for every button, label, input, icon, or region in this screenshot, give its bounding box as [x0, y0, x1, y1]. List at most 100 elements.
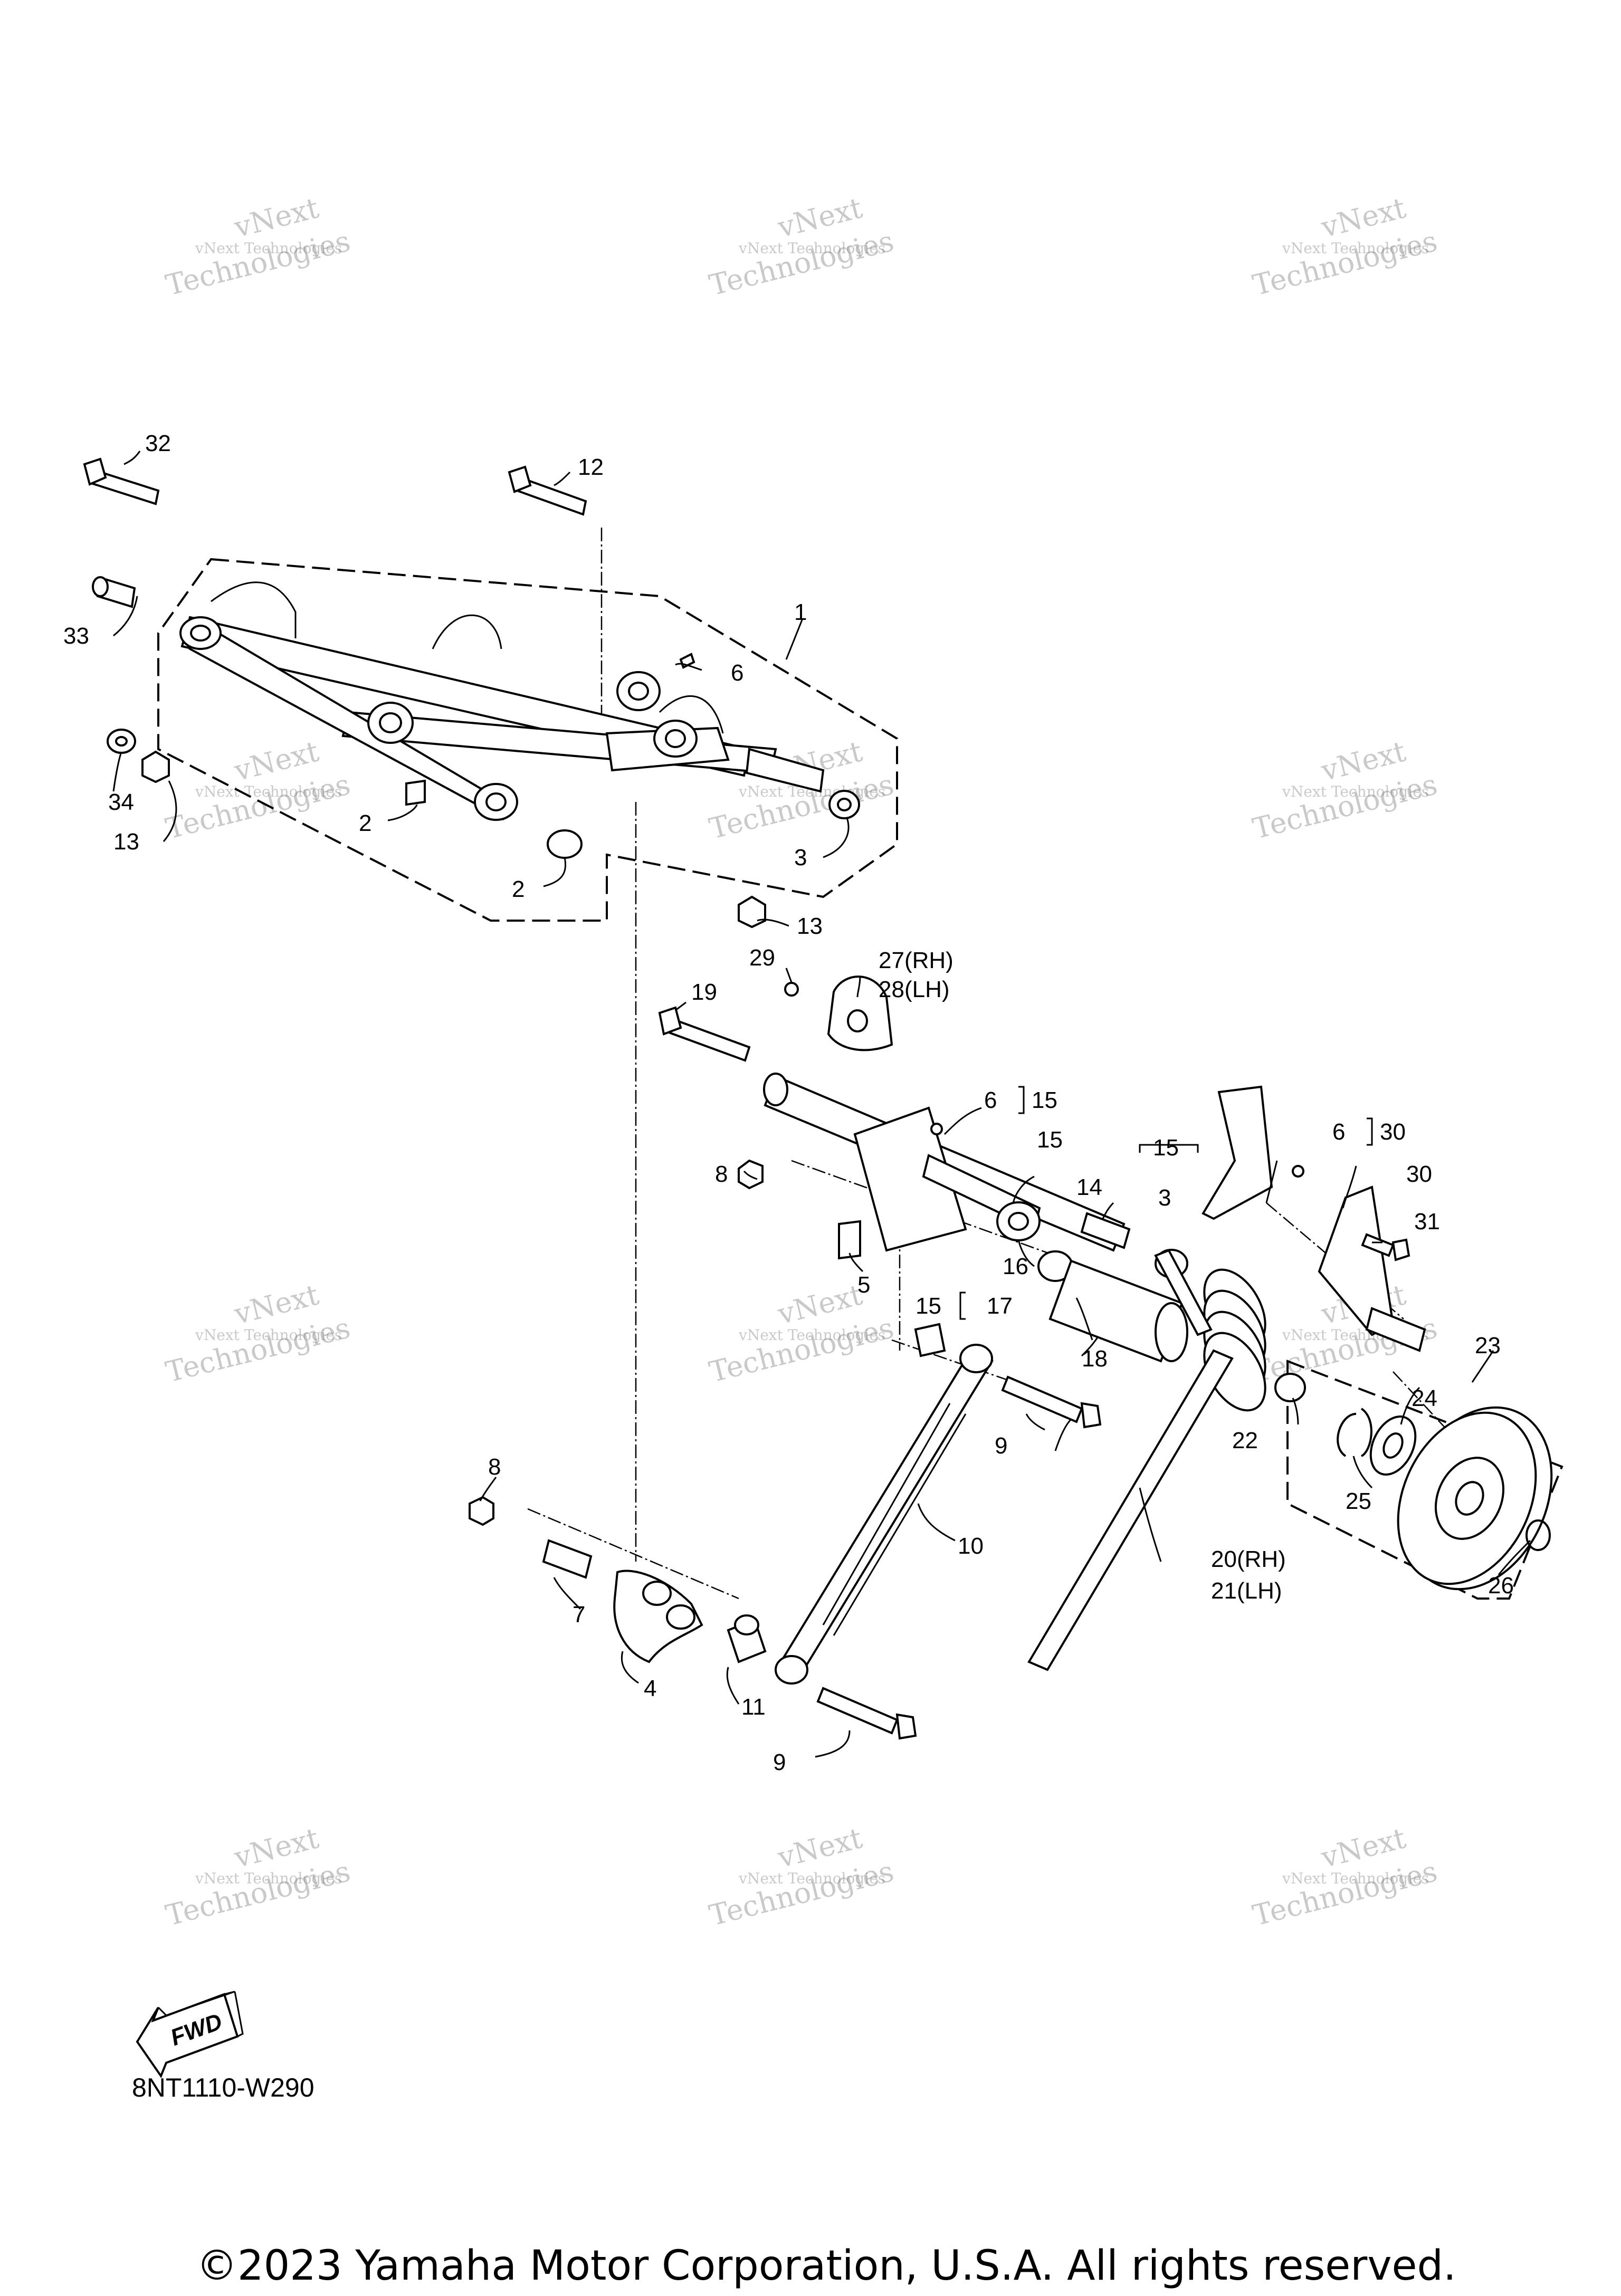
callout-13-left: 13: [113, 829, 139, 855]
tube-18[interactable]: [1048, 1259, 1188, 1363]
collar-3-hole: [837, 798, 852, 811]
callout-28: 28(LH): [879, 977, 950, 1002]
callout-20: 20(RH): [1211, 1546, 1286, 1572]
torsion-spring-20-21[interactable]: [1027, 1249, 1278, 1671]
leader-lines: [112, 451, 1531, 1758]
callout-23: 23: [1475, 1333, 1501, 1359]
bushing-2-upper[interactable]: [405, 779, 426, 806]
nut-13-left[interactable]: [141, 750, 170, 783]
front-arm-assembly-outline: [157, 558, 898, 922]
bearing-24[interactable]: [1362, 1409, 1424, 1481]
callout-24: 24: [1412, 1385, 1437, 1411]
arm-4[interactable]: [613, 1570, 703, 1663]
callout-32: 32: [145, 430, 171, 456]
callout-30-b: 30: [1406, 1161, 1432, 1187]
washer-34-hole: [115, 736, 128, 747]
callout-1: 1: [794, 599, 807, 625]
circlip-26[interactable]: [1525, 1519, 1551, 1551]
bracket-30-right[interactable]: [1318, 1185, 1426, 1352]
watermark: vNext Technologies vNext Technologies: [706, 191, 897, 302]
stopper-27-28[interactable]: [827, 975, 893, 1051]
callout-14: 14: [1076, 1174, 1102, 1200]
fwd-arrow-icon: FWD: [136, 1991, 244, 2079]
callout-6-right: 6: [1332, 1119, 1345, 1145]
nut-8-upper[interactable]: [738, 1159, 764, 1190]
callout-10: 10: [958, 1533, 984, 1559]
bolt-31[interactable]: [1361, 1233, 1410, 1261]
callout-19: 19: [691, 979, 717, 1005]
callout-17: 17: [987, 1293, 1013, 1319]
nut-13-right[interactable]: [738, 895, 766, 929]
rear-arm-shaft[interactable]: [763, 1073, 1126, 1252]
callout-3-top: 3: [794, 845, 807, 870]
callout-29: 29: [749, 945, 775, 971]
callout-15-a: 15: [1032, 1087, 1057, 1113]
callout-12: 12: [578, 454, 604, 480]
idler-wheel-23[interactable]: [1371, 1383, 1579, 1613]
callout-16: 16: [1003, 1254, 1028, 1279]
callout-labels: 32 12 1 6 33 3 4 13 2 2 3 13 29 27(RH) 28…: [63, 430, 1514, 1775]
callout-21: 21(LH): [1211, 1578, 1282, 1604]
svg-text:vNext Technologies: vNext Technologies: [738, 1870, 885, 1887]
nut-8-lower[interactable]: [469, 1496, 494, 1526]
callout-8-upper: 8: [715, 1161, 728, 1187]
circlip-25[interactable]: [1337, 1408, 1372, 1457]
callout-3-right: 3: [1158, 1185, 1171, 1211]
callout-9-upper: 9: [995, 1433, 1007, 1459]
front-swing-arm[interactable]: [179, 581, 825, 821]
collar-5[interactable]: [838, 1220, 861, 1260]
callout-18: 18: [1082, 1346, 1108, 1372]
callout-4: 4: [644, 1676, 656, 1701]
clip-29[interactable]: [784, 982, 799, 997]
callout-13-right: 13: [797, 913, 823, 939]
callout-11: 11: [741, 1694, 766, 1720]
svg-text:vNext Technologies: vNext Technologies: [738, 1326, 885, 1344]
watermark: vNext Technologies vNext Technologies: [1250, 734, 1441, 845]
bracket-30-left[interactable]: [1202, 1085, 1273, 1220]
callout-15-d: 15: [916, 1293, 941, 1319]
bolt-19[interactable]: [658, 1006, 751, 1062]
bolt-9-lower[interactable]: [816, 1687, 917, 1740]
callout-9-lower: 9: [773, 1749, 786, 1775]
bushing-2-lower[interactable]: [547, 829, 583, 859]
diagram-code: 8NT1110-W290: [132, 2073, 314, 2102]
callout-22: 22: [1232, 1428, 1258, 1453]
svg-text:vNext Technologies: vNext Technologies: [738, 240, 885, 257]
watermark: vNext Technologies vNext Technologies: [706, 1821, 897, 1932]
watermark: vNext Technologies vNext Technologies: [163, 1821, 354, 1932]
pin-6-mid[interactable]: [930, 1123, 943, 1135]
callout-6-top: 6: [731, 660, 743, 686]
callout-2-lower: 2: [512, 876, 525, 902]
callout-33: 33: [63, 623, 89, 649]
callout-8-lower: 8: [488, 1454, 501, 1480]
callout-31: 31: [1414, 1209, 1440, 1235]
collar-7[interactable]: [542, 1539, 593, 1579]
bolt-12[interactable]: [508, 465, 587, 516]
callout-7: 7: [573, 1602, 585, 1628]
svg-text:vNext Technologies: vNext Technologies: [1282, 1870, 1429, 1887]
watermark: vNext Technologies vNext Technologies: [1250, 1821, 1441, 1932]
watermark: vNext Technologies vNext Technologies: [163, 191, 354, 302]
svg-text:vNext Technologies: vNext Technologies: [195, 240, 342, 257]
svg-text:vNext Technologies: vNext Technologies: [195, 1326, 342, 1344]
pin-6-right[interactable]: [1292, 1165, 1304, 1178]
bushing-16-inner: [1008, 1212, 1029, 1231]
svg-text:vNext Technologies: vNext Technologies: [1282, 240, 1429, 257]
collar-22[interactable]: [1274, 1373, 1306, 1402]
copyright-notice: ©2023 Yamaha Motor Corporation, U.S.A. A…: [196, 2242, 1456, 2290]
watermark: vNext Technologies vNext Technologies: [163, 734, 354, 845]
collar-15-lower[interactable]: [914, 1323, 946, 1357]
watermark: vNext Technologies vNext Technologies: [163, 1278, 354, 1389]
bolt-9-upper[interactable]: [1001, 1375, 1102, 1429]
watermark: vNext Technologies vNext Technologies: [1250, 191, 1441, 302]
collar-11[interactable]: [727, 1614, 767, 1663]
callout-27: 27(RH): [879, 948, 953, 973]
callout-2-upper: 2: [359, 810, 371, 836]
bolt-32[interactable]: [83, 457, 160, 505]
collar-33[interactable]: [92, 576, 136, 608]
callout-6-mid: 6: [984, 1087, 997, 1113]
link-rod-10[interactable]: [775, 1344, 994, 1685]
callout-5: 5: [857, 1272, 870, 1298]
spacer-14[interactable]: [1080, 1212, 1131, 1249]
